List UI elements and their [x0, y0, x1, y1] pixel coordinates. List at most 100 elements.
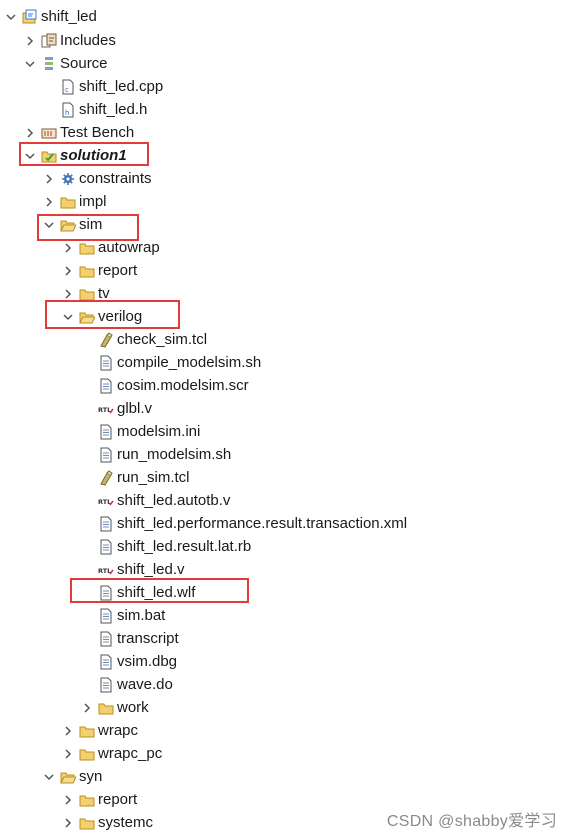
tree-label: wrapc_pc — [98, 745, 163, 762]
tcl-script-icon — [98, 469, 114, 486]
tree-node-file[interactable]: compile_modelsim.sh — [98, 351, 261, 374]
text-file-icon — [98, 378, 114, 394]
cpp-file-icon: c — [60, 79, 76, 95]
chevron-right-icon[interactable] — [42, 190, 56, 213]
tree-node-file[interactable]: transcript — [98, 627, 179, 650]
gear-icon — [60, 171, 76, 187]
folder-icon — [79, 263, 95, 279]
svg-text:h: h — [65, 109, 69, 117]
tree-node-file[interactable]: RTL shift_led.autotb.v — [98, 489, 230, 512]
text-file-icon — [98, 539, 114, 555]
chevron-right-icon[interactable] — [61, 236, 75, 259]
chevron-down-icon[interactable] — [42, 213, 56, 236]
chevron-down-icon[interactable] — [23, 52, 37, 75]
tree-label: shift_led.v — [117, 561, 185, 578]
chevron-right-icon[interactable] — [23, 29, 37, 52]
svg-text:RTL: RTL — [98, 406, 111, 414]
tree-node-file[interactable]: shift_led.result.lat.rb — [98, 535, 251, 558]
tree-label: transcript — [117, 630, 179, 647]
tree-node-folder[interactable]: wrapc — [61, 719, 138, 742]
tree-node-source[interactable]: Source — [23, 52, 108, 75]
tree-node-folder[interactable]: report — [61, 259, 137, 282]
tree-node-impl[interactable]: impl — [42, 190, 107, 213]
chevron-right-icon[interactable] — [23, 121, 37, 144]
chevron-down-icon[interactable] — [61, 305, 75, 328]
folder-icon — [79, 723, 95, 739]
tree-node-file[interactable]: RTL shift_led.v — [98, 558, 185, 581]
folder-icon — [79, 746, 95, 762]
folder-open-icon — [79, 309, 95, 325]
svg-text:RTL: RTL — [98, 498, 111, 506]
chevron-right-icon[interactable] — [42, 167, 56, 190]
tree-label: impl — [79, 193, 107, 210]
tree-label: modelsim.ini — [117, 423, 201, 440]
tree-node-includes[interactable]: Includes — [23, 29, 116, 52]
tree-label: report — [98, 791, 138, 808]
source-icon — [41, 56, 57, 72]
tree-label: run_sim.tcl — [117, 469, 190, 486]
tree-node-file[interactable]: h shift_led.h — [60, 98, 147, 121]
tree-label: sim.bat — [117, 607, 166, 624]
text-file-icon — [98, 516, 114, 532]
tree-node-folder[interactable]: report — [61, 788, 137, 811]
tree-node-file[interactable]: run_modelsim.sh — [98, 443, 231, 466]
svg-text:c: c — [65, 86, 69, 94]
project-icon — [22, 9, 38, 25]
tree-node-file[interactable]: shift_led.performance.result.transaction… — [98, 512, 407, 535]
tree-node-testbench[interactable]: Test Bench — [23, 121, 134, 144]
tree-node-syn[interactable]: syn — [42, 765, 102, 788]
folder-icon — [60, 194, 76, 210]
tree-node-project[interactable]: shift_led — [4, 5, 97, 28]
folder-open-icon — [60, 217, 76, 233]
tree-node-file[interactable]: sim.bat — [98, 604, 165, 627]
tree-node-file[interactable]: c shift_led.cpp — [60, 75, 163, 98]
tree-node-sim[interactable]: sim — [42, 213, 102, 236]
folder-icon — [79, 815, 95, 831]
tree-node-file[interactable]: shift_led.wlf — [98, 581, 195, 604]
tree-label: syn — [79, 768, 103, 785]
tree-label: autowrap — [98, 239, 160, 256]
tree-node-solution[interactable]: solution1 — [23, 144, 127, 167]
chevron-right-icon[interactable] — [61, 259, 75, 282]
tree-label: wrapc — [98, 722, 139, 739]
tree-node-file[interactable]: wave.do — [98, 673, 173, 696]
tree-label: wave.do — [117, 676, 173, 693]
tree-node-folder[interactable]: tv — [61, 282, 110, 305]
chevron-right-icon[interactable] — [61, 282, 75, 305]
tree-node-file[interactable]: check_sim.tcl — [98, 328, 207, 351]
text-file-icon — [98, 677, 114, 693]
chevron-down-icon[interactable] — [42, 765, 56, 788]
chevron-right-icon[interactable] — [61, 742, 75, 765]
tree-label: shift_led.h — [79, 101, 148, 118]
tree-label: shift_led.cpp — [79, 78, 164, 95]
tree-node-file[interactable]: RTL glbl.v — [98, 397, 152, 420]
tree-node-folder[interactable]: autowrap — [61, 236, 160, 259]
tree-node-verilog[interactable]: verilog — [61, 305, 142, 328]
header-file-icon: h — [60, 102, 76, 118]
tree-node-folder[interactable]: wrapc_pc — [61, 742, 162, 765]
tree-node-file[interactable]: run_sim.tcl — [98, 466, 190, 489]
tree-node-constraints[interactable]: constraints — [42, 167, 152, 190]
tree-label: systemc — [98, 814, 154, 831]
folder-open-icon — [60, 769, 76, 785]
chevron-right-icon[interactable] — [61, 811, 75, 834]
folder-icon — [98, 700, 114, 716]
chevron-right-icon[interactable] — [61, 788, 75, 811]
tree-label: verilog — [98, 308, 143, 325]
chevron-right-icon[interactable] — [80, 696, 94, 719]
tree-label: work — [117, 699, 149, 716]
tree-node-folder[interactable]: systemc — [61, 811, 153, 834]
chevron-down-icon[interactable] — [4, 5, 18, 28]
chevron-right-icon[interactable] — [61, 719, 75, 742]
rtl-file-icon: RTL — [98, 401, 114, 417]
tree-label: compile_modelsim.sh — [117, 354, 262, 371]
tree-node-work[interactable]: work — [80, 696, 149, 719]
tree-node-file[interactable]: cosim.modelsim.scr — [98, 374, 249, 397]
tree-label: cosim.modelsim.scr — [117, 377, 249, 394]
tree-node-file[interactable]: modelsim.ini — [98, 420, 200, 443]
text-file-icon — [98, 585, 114, 601]
tree-node-file[interactable]: vsim.dbg — [98, 650, 177, 673]
chevron-down-icon[interactable] — [23, 144, 37, 167]
folder-icon — [79, 286, 95, 302]
tree-label: sim — [79, 216, 103, 233]
